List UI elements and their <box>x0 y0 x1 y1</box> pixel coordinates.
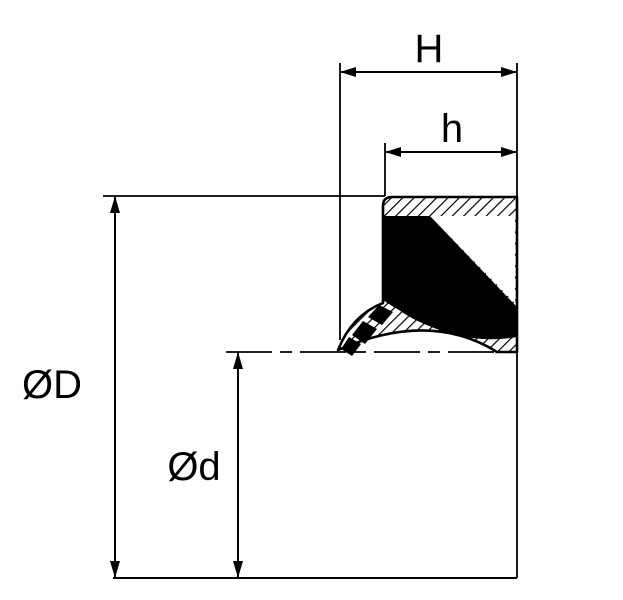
dim-label-OD: ØD <box>22 363 82 407</box>
arrowhead-OD-bottom <box>110 561 120 578</box>
seal-outer-outline <box>336 195 519 354</box>
seal-white-gap <box>430 216 515 303</box>
arrowhead-H-right <box>501 67 517 77</box>
seal-lip-stripe <box>368 305 393 325</box>
arrowhead-h-left <box>385 147 401 157</box>
dim-label-H: H <box>415 27 444 71</box>
dim-label-h: h <box>441 107 463 151</box>
arrowhead-H-left <box>340 67 356 77</box>
arrowhead-Od-top <box>233 352 243 369</box>
arrowhead-h-right <box>501 147 517 157</box>
seal-lip-stripe <box>352 321 377 344</box>
arrowhead-Od-bottom <box>233 561 243 578</box>
seal-elastomer-band <box>383 216 517 340</box>
arrowhead-OD-top <box>110 196 120 213</box>
dim-label-Od: Ød <box>167 445 220 489</box>
